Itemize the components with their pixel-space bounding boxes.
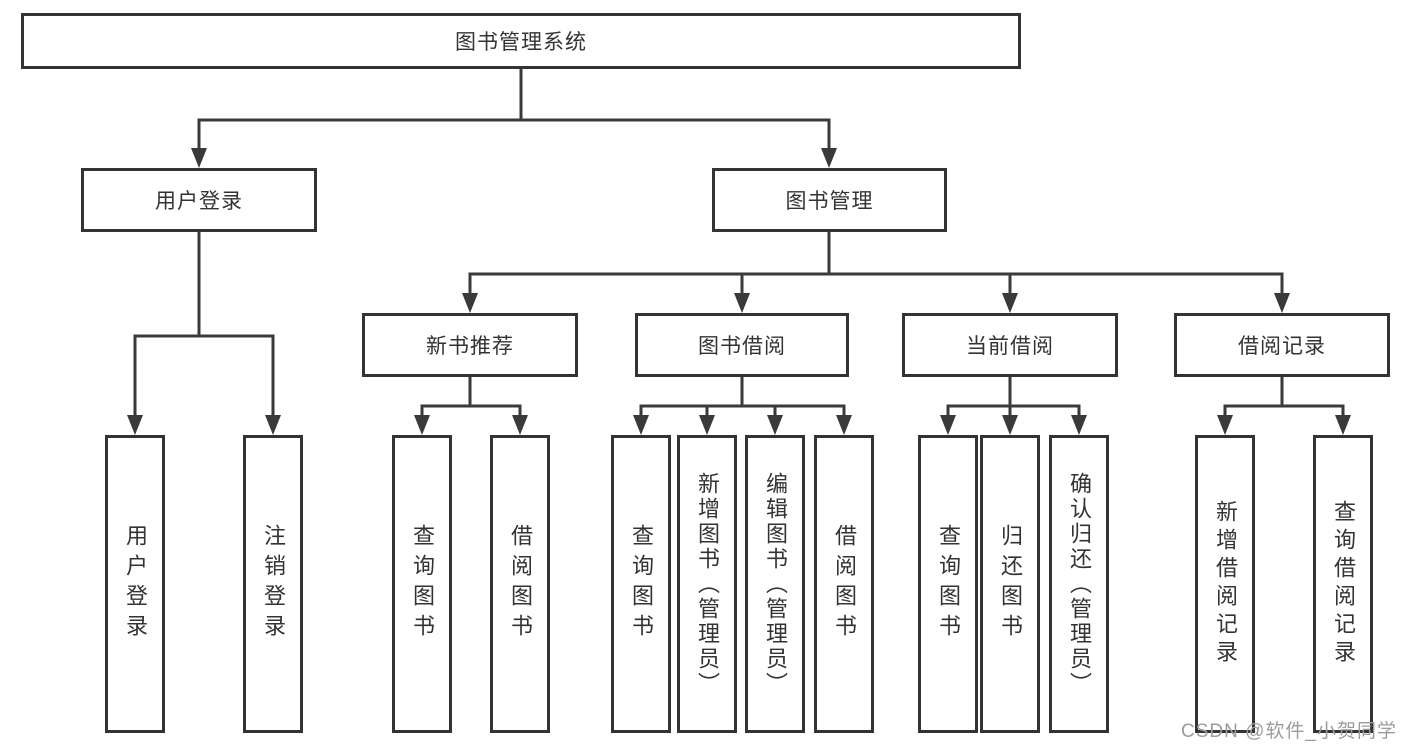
node-borrowing-records: 借阅记录 <box>1174 313 1390 377</box>
leaf-confirm-return-admin: 确认归还（管理员） <box>1049 435 1109 733</box>
leaf-edit-books-admin: 编辑图书（管理员） <box>745 435 805 733</box>
leaf-add-books-admin: 新增图书（管理员） <box>677 435 737 733</box>
leaf-return-books: 归还图书 <box>980 435 1040 733</box>
node-current-borrowing: 当前借阅 <box>902 313 1118 377</box>
node-new-book-recommendation: 新书推荐 <box>362 313 578 377</box>
node-user-login: 用户登录 <box>81 168 317 232</box>
leaf-query-books-borrowing: 查询图书 <box>611 435 671 733</box>
connector-lines <box>133 69 1345 421</box>
watermark: CSDN @软件_小贺同学 <box>1181 721 1397 742</box>
node-system-root: 图书管理系统 <box>21 13 1021 69</box>
node-book-management: 图书管理 <box>712 168 947 232</box>
node-book-borrowing: 图书借阅 <box>635 313 849 377</box>
leaf-query-borrow-record: 查询借阅记录 <box>1313 435 1373 733</box>
leaf-query-books-current: 查询图书 <box>918 435 978 733</box>
leaf-borrow-books-recommend: 借阅图书 <box>490 435 550 733</box>
leaf-user-login: 用户登录 <box>105 435 165 733</box>
leaf-add-borrow-record: 新增借阅记录 <box>1195 435 1255 733</box>
leaf-query-books-recommend: 查询图书 <box>392 435 452 733</box>
leaf-logout-login: 注销登录 <box>243 435 303 733</box>
leaf-borrow-books-borrowing: 借阅图书 <box>814 435 874 733</box>
